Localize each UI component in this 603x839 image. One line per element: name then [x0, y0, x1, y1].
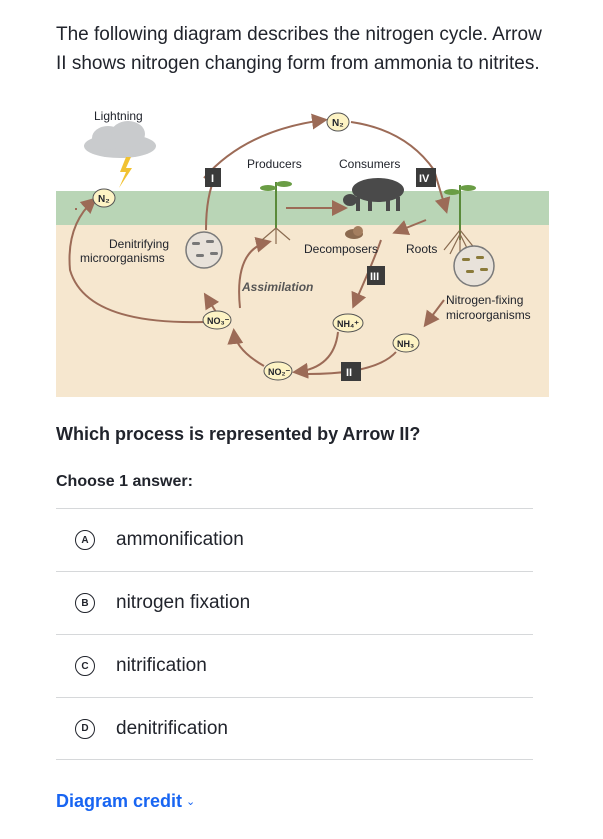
arrow-n2-to-fixing: [350, 121, 451, 214]
arrow-ii-nh4-to-no2: [292, 331, 339, 379]
n2-top-label: N₂: [332, 118, 344, 129]
snail-icon: [345, 226, 363, 239]
nitrogen-fixing-label-line2: microorganisms: [446, 308, 531, 322]
question-text: Which process is represented by Arrow II…: [56, 424, 421, 444]
arrow-i-label: I: [211, 173, 214, 185]
choose-label: Choose 1 answer:: [56, 473, 193, 490]
diagram-credit-label: Diagram credit: [56, 791, 183, 811]
arrow-no2-to-no3: [227, 328, 265, 367]
chevron-down-icon: ⌄: [186, 796, 196, 808]
choice-b[interactable]: B nitrogen fixation: [56, 571, 533, 634]
choice-b-label: nitrogen fixation: [116, 592, 251, 613]
choice-a[interactable]: A ammonification: [56, 508, 533, 571]
answer-choices: A ammonification B nitrogen fixation C n…: [56, 508, 533, 760]
arrow-iv-label: IV: [419, 173, 430, 185]
denitrifying-microorganisms-icon: [185, 231, 223, 269]
nh4-label: NH₄⁺: [337, 319, 359, 329]
lightning-bolt-icon: [119, 157, 132, 188]
consumers-label: Consumers: [339, 157, 400, 171]
choice-c-badge[interactable]: C: [75, 656, 95, 676]
arrow-no3-to-denitrify-loop: [68, 197, 205, 324]
denitrifying-label-line1: Denitrifying: [109, 237, 169, 251]
no2-label: NO₂⁻: [268, 367, 290, 377]
arrow-nh3-to-no2: [307, 351, 397, 375]
producers-label: Producers: [247, 157, 302, 171]
no3-label: NO₃⁻: [207, 316, 230, 326]
arrow-fixing-to-nh3: [423, 299, 445, 328]
arrow-ii-label: II: [346, 367, 352, 379]
n2-left-label: N₂: [98, 194, 110, 205]
lightning-label: Lightning: [94, 109, 143, 123]
arrow-iii-label: III: [370, 271, 379, 283]
question-intro: The following diagram describes the nitr…: [56, 24, 542, 74]
arrow-no3-to-denitrifying: [203, 292, 220, 313]
arrow-assimilation: [238, 236, 272, 309]
diagram-credit-link[interactable]: Diagram credit ⌄: [56, 791, 195, 812]
choice-d[interactable]: D denitrification: [56, 697, 533, 760]
nitrogen-cycle-diagram: Lightning N₂ N₂ Producers Consumers I IV…: [56, 100, 549, 397]
decomposers-label: Decomposers: [304, 242, 378, 256]
assimilation-label: Assimilation: [241, 280, 313, 294]
cow-icon: [343, 178, 404, 211]
choice-b-badge[interactable]: B: [75, 593, 95, 613]
plant-icon: [260, 181, 292, 244]
cloud-icon: [84, 121, 156, 158]
choice-c[interactable]: C nitrification: [56, 634, 533, 697]
choice-a-label: ammonification: [116, 529, 244, 550]
nitrogen-fixing-microorganisms-icon: [453, 245, 495, 287]
root-plant-icon: [443, 185, 477, 255]
roots-label: Roots: [406, 242, 437, 256]
nh3-label: NH₃: [397, 339, 414, 349]
choice-c-label: nitrification: [116, 655, 207, 676]
arrow-n2-to-producers: [203, 113, 328, 179]
choice-a-badge[interactable]: A: [75, 530, 95, 550]
choice-d-label: denitrification: [116, 717, 228, 739]
denitrifying-label-line2: microorganisms: [80, 251, 165, 265]
arrow-roots-down: [392, 219, 427, 235]
nitrogen-fixing-label-line1: Nitrogen-fixing: [446, 293, 523, 307]
choice-d-badge[interactable]: D: [75, 718, 95, 739]
